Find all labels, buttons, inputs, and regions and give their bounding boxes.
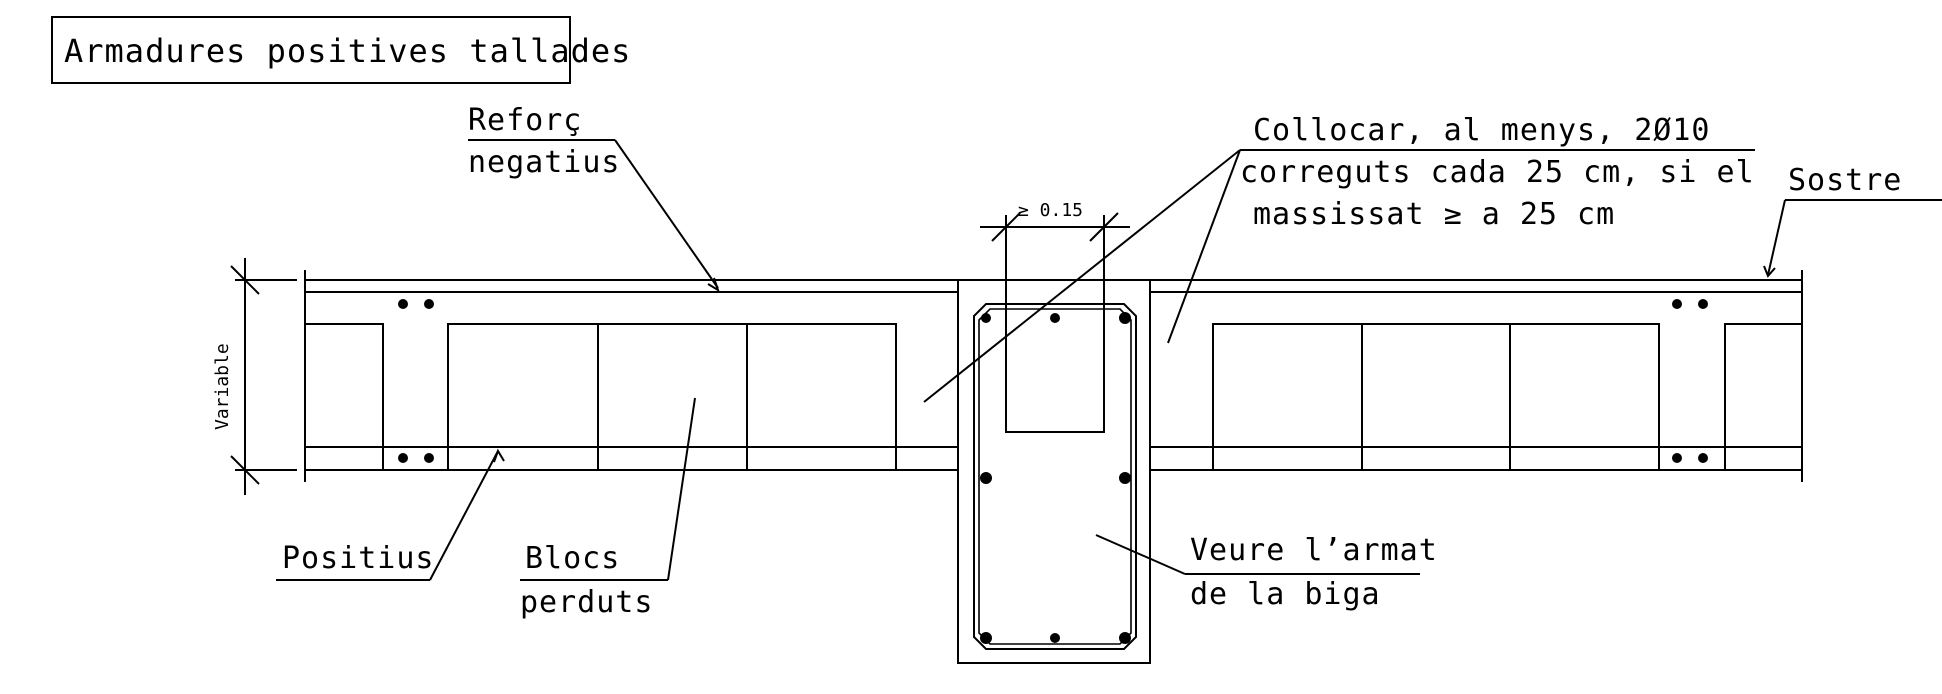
rebar: [1119, 632, 1131, 644]
collocar-line2: correguts cada 25 cm, si el: [1240, 155, 1755, 190]
rebar: [1698, 299, 1708, 309]
block: [1361, 323, 1511, 471]
block: [304, 323, 384, 471]
block: [597, 323, 748, 471]
reforc-leader: [614, 139, 719, 289]
rebar: [424, 453, 434, 463]
rebar: [398, 453, 408, 463]
callout-reforc: Reforç negatius: [468, 103, 720, 293]
collocar-leader-2: [1167, 149, 1241, 344]
block: [447, 323, 599, 471]
variable-label: Variable: [212, 343, 233, 430]
block: [1212, 323, 1363, 471]
blocs-line1: Blocs: [525, 541, 620, 576]
block: [1724, 323, 1803, 471]
callout-veure: Veure l’armat de la biga: [1095, 533, 1438, 612]
title-text: Armadures positives tallades: [64, 32, 631, 70]
rebar: [1672, 299, 1682, 309]
reforc-line2: negatius: [468, 145, 621, 180]
sostre-arrow: [1763, 265, 1776, 278]
positius-arrow: [493, 448, 505, 463]
veure-leader: [1095, 534, 1186, 575]
rebar: [1672, 453, 1682, 463]
blocs-leader: [667, 397, 696, 581]
callout-blocs: Blocs perduts: [520, 397, 696, 620]
positius-label: Positius: [282, 541, 435, 576]
reforc-arrow: [707, 277, 720, 293]
dim-tick-left: [991, 212, 1021, 242]
slab-outline: [304, 270, 1803, 482]
rebar: [1050, 313, 1060, 323]
blocs-line2: perduts: [520, 585, 653, 620]
dimension-width: ≥ 0.15: [980, 200, 1130, 420]
rebar: [980, 632, 992, 644]
title-block: Armadures positives tallades: [51, 16, 631, 84]
rebar: [398, 299, 408, 309]
rebar: [980, 472, 992, 484]
rebar: [1119, 312, 1131, 324]
collocar-line1: Collocar, al menys, 2Ø10: [1253, 113, 1710, 148]
callout-sostre: Sostre: [1763, 163, 1942, 278]
rebar: [1119, 472, 1131, 484]
callout-collocar: Collocar, al menys, 2Ø10 correguts cada …: [923, 113, 1755, 403]
dimension-label: ≥ 0.15: [1018, 200, 1083, 221]
beam-stirrup-inner: [978, 308, 1132, 645]
rebar: [424, 299, 434, 309]
sostre-label: Sostre: [1788, 163, 1902, 198]
lost-blocks-left: [304, 323, 897, 471]
collocar-leader-1: [923, 149, 1241, 403]
collocar-line3: massissat ≥ a 25 cm: [1253, 197, 1615, 232]
var-tick-bottom: [230, 455, 260, 485]
massif-link: [1005, 226, 1105, 433]
beam-outer: [957, 279, 1151, 664]
positius-leader: [429, 450, 499, 581]
rebar-dots: [398, 299, 1708, 644]
rebar: [1698, 453, 1708, 463]
beam: [957, 226, 1151, 664]
reforc-line1: Reforç: [468, 103, 582, 138]
dim-tick-right: [1089, 212, 1119, 242]
lost-blocks-right: [1212, 323, 1803, 471]
var-tick-top: [230, 265, 260, 295]
beam-stirrup: [973, 303, 1137, 650]
block: [746, 323, 897, 471]
veure-line1: Veure l’armat: [1190, 533, 1438, 568]
title-frame: [51, 16, 571, 84]
veure-line2: de la biga: [1190, 577, 1381, 612]
callout-positius: Positius: [276, 448, 505, 581]
block: [1509, 323, 1660, 471]
rebar: [981, 313, 991, 323]
dimension-height: Variable: [212, 258, 297, 495]
sostre-leader: [1767, 199, 1786, 276]
rebar: [1050, 633, 1060, 643]
